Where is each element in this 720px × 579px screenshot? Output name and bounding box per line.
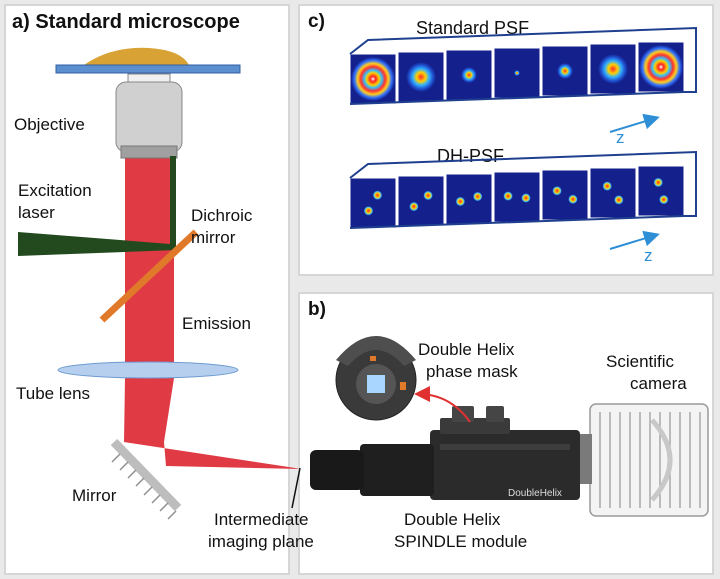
psf-frame <box>589 167 637 219</box>
phase-mask-label-line2: phase mask <box>426 362 518 381</box>
microscope-diagram <box>18 47 302 520</box>
psf-stack-outline <box>349 26 697 93</box>
objective-label: Objective <box>14 115 85 134</box>
panel-c-tag: c) <box>308 11 325 32</box>
z-label-dh: z <box>644 246 653 265</box>
psf-frame <box>493 47 541 99</box>
psf-frame <box>637 41 685 93</box>
objective-ring <box>120 145 178 159</box>
panel-psf-comparison: c) Standard PSF DH-PSF <box>298 4 714 276</box>
spindle-module <box>310 406 580 500</box>
phase-mask-label-line1: Double Helix <box>418 340 515 359</box>
psf-frame <box>397 51 445 103</box>
spindle-diagram <box>291 336 709 517</box>
psf-stack-edge <box>349 91 685 105</box>
psf-stack-edge <box>349 215 685 229</box>
standard-psf-label: Standard PSF <box>416 18 530 38</box>
phase-mask-inset <box>335 336 417 421</box>
plane-label-line1: Intermediate <box>214 510 309 529</box>
psf-frame <box>349 177 397 229</box>
psf-frame <box>541 169 589 221</box>
tube-lens <box>57 361 239 379</box>
psf-frame <box>589 43 637 95</box>
camera-label-line2: camera <box>630 374 687 393</box>
panel-a-title: a) Standard microscope <box>12 11 240 33</box>
plane-label-line2: imaging plane <box>208 532 314 551</box>
psf-frame <box>541 45 589 97</box>
tube-lens-label: Tube lens <box>16 384 91 403</box>
brand-logo: DoubleHelix <box>508 488 562 499</box>
panel-spindle-setup: b) Double Helix phase mask Scientific ca… <box>208 292 714 575</box>
module-label-line2: SPINDLE module <box>394 532 528 551</box>
panel-standard-microscope: a) Standard microscope Objective Excitat… <box>4 4 302 575</box>
emission-beam <box>124 158 174 442</box>
z-label-standard: z <box>616 128 625 147</box>
dichroic-mirror <box>99 229 199 323</box>
objective-tip <box>127 73 171 83</box>
standard-psf-row <box>349 26 697 105</box>
psf-stack-outline <box>349 150 697 217</box>
mirror-label: Mirror <box>72 486 117 505</box>
slide <box>55 64 241 74</box>
objective-body <box>115 81 183 153</box>
phase-mask-pointer <box>414 386 471 423</box>
psf-stacks <box>349 26 697 250</box>
dichroic-label-line1: Dichroic <box>191 206 253 225</box>
dichroic-label-line2: mirror <box>191 228 236 247</box>
emission-label: Emission <box>182 314 251 333</box>
camera-label-line1: Scientific <box>606 352 675 371</box>
psf-frame <box>445 173 493 225</box>
module-label-line1: Double Helix <box>404 510 501 529</box>
panel-b-tag: b) <box>308 299 326 320</box>
z-arrow-dh <box>609 230 660 250</box>
excitation-label-line1: Excitation <box>18 181 92 200</box>
psf-frame <box>397 175 445 227</box>
excitation-laser-beam <box>18 156 176 256</box>
reflected-beam <box>124 442 302 469</box>
excitation-label-line2: laser <box>18 203 55 222</box>
sample <box>84 47 189 65</box>
imaging-plane-pointer <box>291 467 301 509</box>
scientific-camera <box>576 403 709 517</box>
psf-frame <box>493 171 541 223</box>
z-arrow-standard <box>609 113 660 133</box>
fold-mirror <box>110 438 182 520</box>
psf-frame <box>445 49 493 101</box>
psf-frame <box>637 165 685 217</box>
dh-psf-row <box>349 150 697 229</box>
psf-frame <box>349 53 397 105</box>
